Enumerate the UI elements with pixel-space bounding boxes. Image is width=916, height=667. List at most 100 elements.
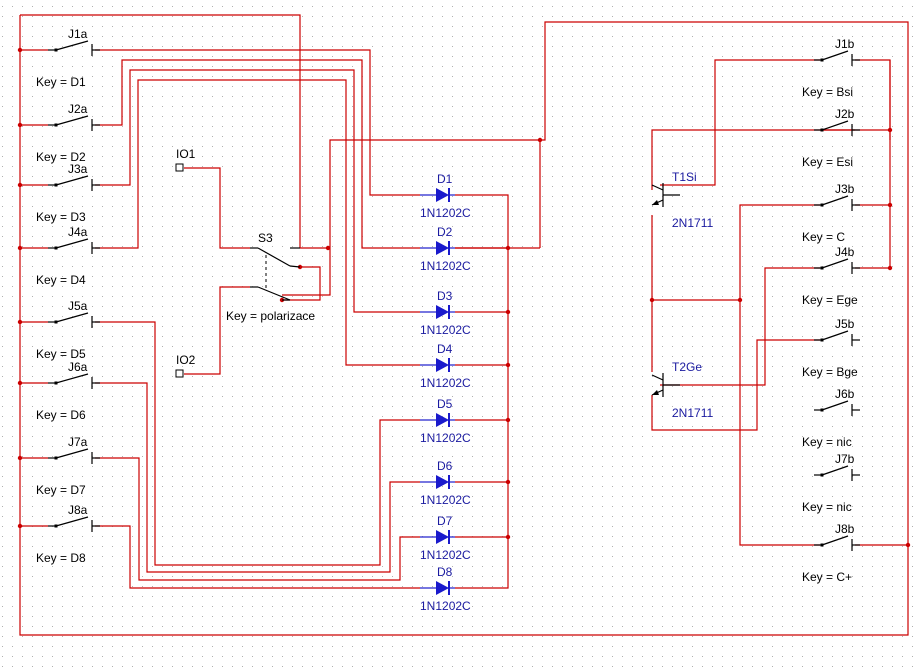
junction-dot <box>505 245 511 251</box>
diode-d2[interactable]: D2 1N1202C <box>420 225 471 273</box>
switch-label: J5b <box>835 317 855 331</box>
switch-key-label: Key = D1 <box>36 75 86 89</box>
switch-label: J6b <box>835 387 855 401</box>
switch-label: J5a <box>68 299 88 313</box>
diode-cathode-bus <box>455 140 541 589</box>
transistor-t1si[interactable]: T1Si 2N1711 <box>651 170 713 230</box>
diode-label: D2 <box>437 225 453 239</box>
switch-key-label: Key = nic <box>802 435 852 449</box>
switch-key-label: Key = Bge <box>802 365 858 379</box>
diode-model-label: 1N1202C <box>420 548 471 562</box>
diode-d5[interactable]: D5 1N1202C <box>420 397 471 445</box>
junction-dot <box>505 417 511 423</box>
switch-label: J1a <box>68 27 88 41</box>
io1-terminal[interactable]: IO1 <box>175 147 196 172</box>
diode-d6[interactable]: D6 1N1202C <box>420 459 471 507</box>
switch-key-label: Key = nic <box>802 500 852 514</box>
transistor-label: T1Si <box>672 170 697 184</box>
switch-key-label: Key = C <box>802 230 845 244</box>
diode-label: D5 <box>437 397 453 411</box>
switch-label: J7a <box>68 435 88 449</box>
transistor-t2ge[interactable]: T2Ge 2N1711 <box>651 360 713 420</box>
junction-dot <box>887 202 893 208</box>
switch-key-label: Key = D5 <box>36 347 86 361</box>
switch-label: J8a <box>68 503 88 517</box>
switch-key-label: Key = D2 <box>36 150 86 164</box>
junction-dot <box>887 127 893 133</box>
diode-model-label: 1N1202C <box>420 431 471 445</box>
transistor-label: T2Ge <box>672 360 702 374</box>
junction-dot <box>649 297 655 303</box>
switch-label: J6a <box>68 360 88 374</box>
switch-key-label: Key = D7 <box>36 483 86 497</box>
junction-dot <box>887 265 893 271</box>
io-selector-wiring <box>184 167 328 375</box>
junction-dot <box>505 534 511 540</box>
s3-label: S3 <box>258 231 273 245</box>
diode-model-label: 1N1202C <box>420 493 471 507</box>
diode-model-label: 1N1202C <box>420 259 471 273</box>
diode-label: D3 <box>437 289 453 303</box>
diode-model-label: 1N1202C <box>420 376 471 390</box>
diode-model-label: 1N1202C <box>420 206 471 220</box>
diode-model-label: 1N1202C <box>420 599 471 613</box>
transistor-model-label: 2N1711 <box>672 216 713 230</box>
switch-key-label: Key = Esi <box>802 155 853 169</box>
junction-dot <box>737 297 743 303</box>
junction-dot <box>537 137 543 143</box>
diode-d8[interactable]: D8 1N1202C <box>420 565 471 613</box>
switch-key-label: Key = D8 <box>36 551 86 565</box>
diode-label: D6 <box>437 459 453 473</box>
switch-label: J2b <box>835 107 855 121</box>
transistor-model-label: 2N1711 <box>672 406 713 420</box>
switch-label: J7b <box>835 452 855 466</box>
diode-label: D1 <box>437 172 453 186</box>
diode-label: D4 <box>437 342 453 356</box>
diode-d7[interactable]: D7 1N1202C <box>420 514 471 562</box>
io2-label: IO2 <box>176 353 196 367</box>
switch-key-label: Key = D6 <box>36 408 86 422</box>
switch-label: J2a <box>68 102 88 116</box>
io1-label: IO1 <box>176 147 196 161</box>
switch-label: J4a <box>68 225 88 239</box>
junction-dot <box>505 362 511 368</box>
left-switch-wiring <box>95 49 420 589</box>
junction-dot <box>505 479 511 485</box>
diode-label: D8 <box>437 565 453 579</box>
switch-label: J4b <box>835 245 855 259</box>
selector-switch-s3[interactable]: S3 Key = polarizace <box>226 231 315 323</box>
switch-label: J3b <box>835 182 855 196</box>
diode-d1[interactable]: D1 1N1202C <box>420 172 471 220</box>
diode-label: D7 <box>437 514 453 528</box>
diode-d4[interactable]: D4 1N1202C <box>420 342 471 390</box>
switch-key-label: Key = C+ <box>802 570 852 584</box>
switch-label: J3a <box>68 162 88 176</box>
junction-dot <box>905 542 911 548</box>
switch-key-label: Key = Bsi <box>802 85 853 99</box>
io2-terminal[interactable]: IO2 <box>175 353 196 378</box>
switch-label: J1b <box>835 37 855 51</box>
switch-key-label: Key = Ege <box>802 293 858 307</box>
